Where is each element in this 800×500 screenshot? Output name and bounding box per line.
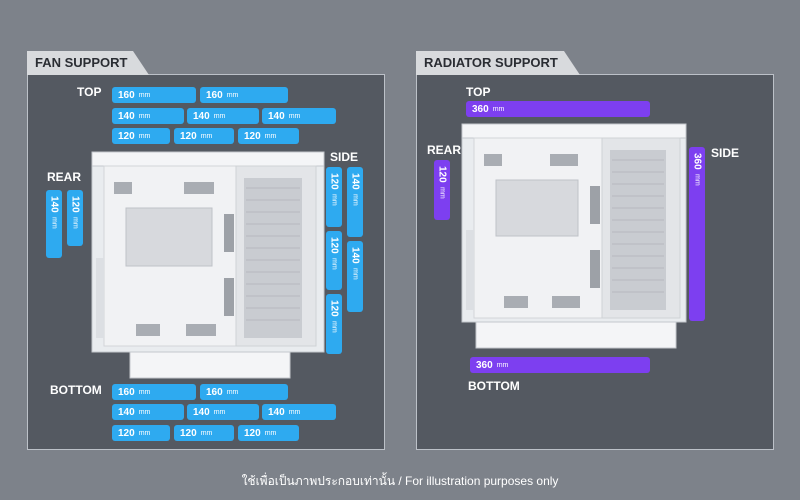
radiator-support-title: RADIATOR SUPPORT	[416, 51, 580, 75]
radiator-rear-pill: 120mm	[434, 160, 450, 220]
radiator-top-label: TOP	[466, 85, 491, 99]
fan-rear-pill: 120mm	[67, 190, 83, 246]
fan-bottom-label: BOTTOM	[50, 383, 102, 397]
fan-top-label: TOP	[77, 85, 102, 99]
fan-side-pill: 120mm	[326, 231, 342, 290]
pc-case-illustration	[91, 151, 325, 379]
radiator-bottom-label: BOTTOM	[468, 379, 520, 393]
fan-support-title: FAN SUPPORT	[27, 51, 149, 75]
fan-side-label: SIDE	[330, 150, 359, 164]
pc-case-illustration	[461, 123, 687, 349]
radiator-rear-label: REAR	[427, 143, 462, 157]
fan-rear-label: REAR	[47, 170, 82, 184]
fan-side-pill: 140mm	[347, 167, 363, 237]
fan-side-pill: 120mm	[326, 294, 342, 354]
radiator-side-pill: 360mm	[689, 147, 705, 321]
illustration-disclaimer: ใช้เพื่อเป็นภาพประกอบเท่านั้น / For illu…	[241, 474, 559, 488]
fan-side-pill: 140mm	[347, 241, 363, 312]
fan-side-pill: 120mm	[326, 167, 342, 227]
fan-rear-pill: 140mm	[46, 190, 62, 258]
radiator-side-label: SIDE	[711, 146, 740, 160]
